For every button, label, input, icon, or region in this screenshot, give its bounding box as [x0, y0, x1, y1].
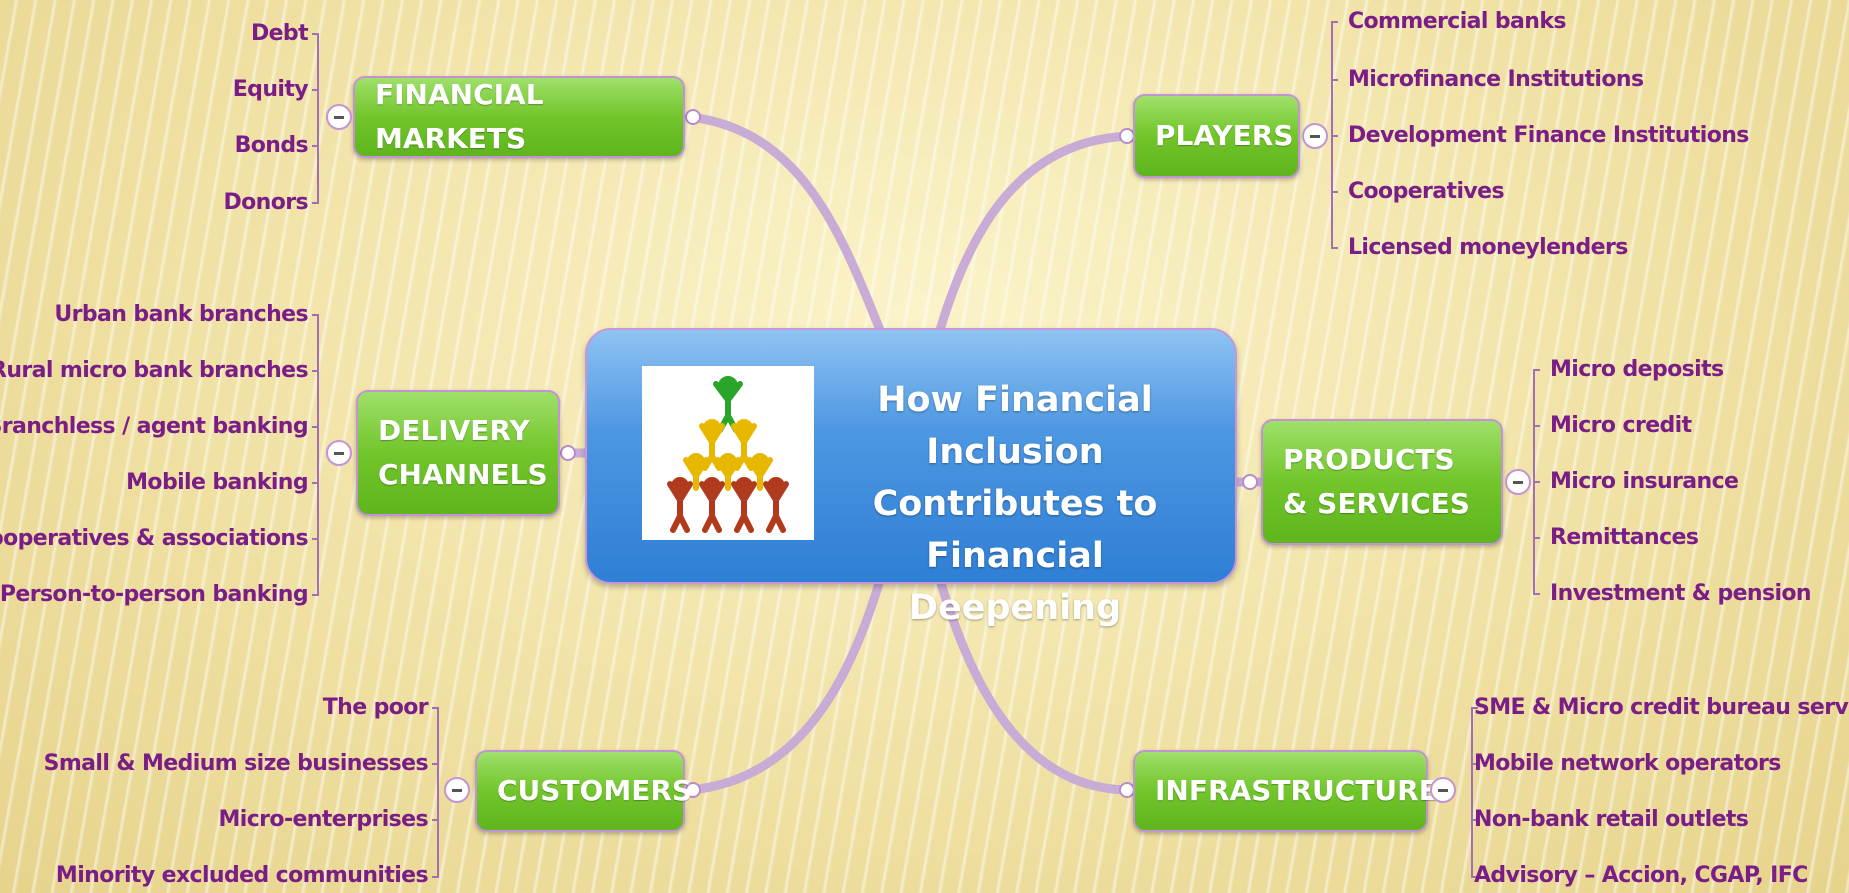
connector-infrastructure: [935, 575, 1135, 795]
node-label: PLAYERS: [1155, 119, 1294, 152]
collapse-icon[interactable]: [444, 777, 470, 803]
bracket-customers: [432, 707, 439, 878]
leaf-item[interactable]: Non-bank retail outlets: [1474, 807, 1749, 832]
leaf-item[interactable]: Mobile banking: [126, 470, 308, 495]
node-label: FINANCIAL MARKETS: [375, 78, 544, 155]
bracket-infrastructure: [1471, 707, 1478, 878]
leaf-item[interactable]: Minority excluded communities: [55, 863, 429, 888]
node-label: CUSTOMERS: [497, 774, 693, 807]
leaf-item[interactable]: Urban bank branches: [54, 302, 308, 327]
central-topic[interactable]: How Financial Inclusion Contributes to F…: [585, 328, 1237, 628]
leaf-item[interactable]: Micro-enterprises: [218, 807, 429, 832]
leaf-item[interactable]: Mobile network operators: [1474, 751, 1781, 776]
leaf-item[interactable]: Development Finance Institutions: [1348, 123, 1749, 148]
connector-customers: [685, 575, 885, 795]
bracket-delivery-channels: [312, 314, 319, 596]
collapse-icon[interactable]: [326, 440, 352, 466]
connector-players: [935, 131, 1135, 335]
leaf-item[interactable]: Equity: [232, 77, 309, 102]
leaf-item[interactable]: Licensed moneylenders: [1348, 235, 1628, 260]
node-players[interactable]: PLAYERS: [1133, 94, 1300, 178]
node-label: DELIVERY CHANNELS: [378, 414, 548, 491]
node-financial-markets[interactable]: FINANCIAL MARKETS: [353, 76, 685, 158]
leaf-item[interactable]: Person-to-person banking: [0, 582, 309, 607]
collapse-icon[interactable]: [1302, 123, 1328, 149]
leaf-item[interactable]: SME & Micro credit bureau services: [1474, 695, 1849, 720]
people-pyramid-icon: [642, 366, 814, 540]
bracket-financial-markets: [312, 33, 319, 204]
leaf-item[interactable]: Microfinance Institutions: [1348, 67, 1644, 92]
leaf-item[interactable]: Remittances: [1550, 525, 1699, 550]
leaf-item[interactable]: Donors: [223, 190, 309, 215]
leaf-item[interactable]: Cooperatives & associations: [0, 526, 309, 551]
node-label: INFRASTRUCTURE: [1155, 774, 1438, 807]
leaf-item[interactable]: Micro credit: [1550, 413, 1692, 438]
leaf-item[interactable]: Investment & pension: [1550, 581, 1812, 606]
collapse-icon[interactable]: [326, 104, 352, 130]
leaf-item[interactable]: Cooperatives: [1348, 179, 1505, 204]
leaf-item[interactable]: Rural micro bank branches: [0, 358, 309, 383]
node-label: PRODUCTS & SERVICES: [1283, 443, 1470, 520]
node-products-services[interactable]: PRODUCTS & SERVICES: [1261, 419, 1503, 545]
bracket-products-services: [1533, 369, 1540, 595]
central-title: How Financial Inclusion Contributes to F…: [872, 380, 1158, 628]
connector-financial-markets: [685, 112, 885, 335]
leaf-item[interactable]: Micro insurance: [1550, 469, 1739, 494]
leaf-item[interactable]: Debt: [250, 21, 309, 46]
collapse-icon[interactable]: [1505, 469, 1531, 495]
leaf-item[interactable]: Branchless / agent banking: [0, 414, 309, 439]
node-delivery-channels[interactable]: DELIVERY CHANNELS: [356, 390, 560, 516]
leaf-item[interactable]: Small & Medium size businesses: [43, 751, 429, 776]
node-infrastructure[interactable]: INFRASTRUCTURE: [1133, 750, 1438, 832]
collapse-icon[interactable]: [1430, 777, 1456, 803]
leaf-item[interactable]: Advisory – Accion, CGAP, IFC: [1474, 863, 1808, 888]
node-customers[interactable]: CUSTOMERS: [475, 750, 692, 832]
leaf-item[interactable]: The poor: [322, 695, 429, 720]
bracket-players: [1331, 21, 1338, 249]
leaf-item[interactable]: Commercial banks: [1348, 9, 1566, 34]
people-pyramid-icon: [667, 376, 789, 533]
leaf-item[interactable]: Bonds: [234, 133, 309, 158]
leaf-item[interactable]: Micro deposits: [1550, 357, 1724, 382]
